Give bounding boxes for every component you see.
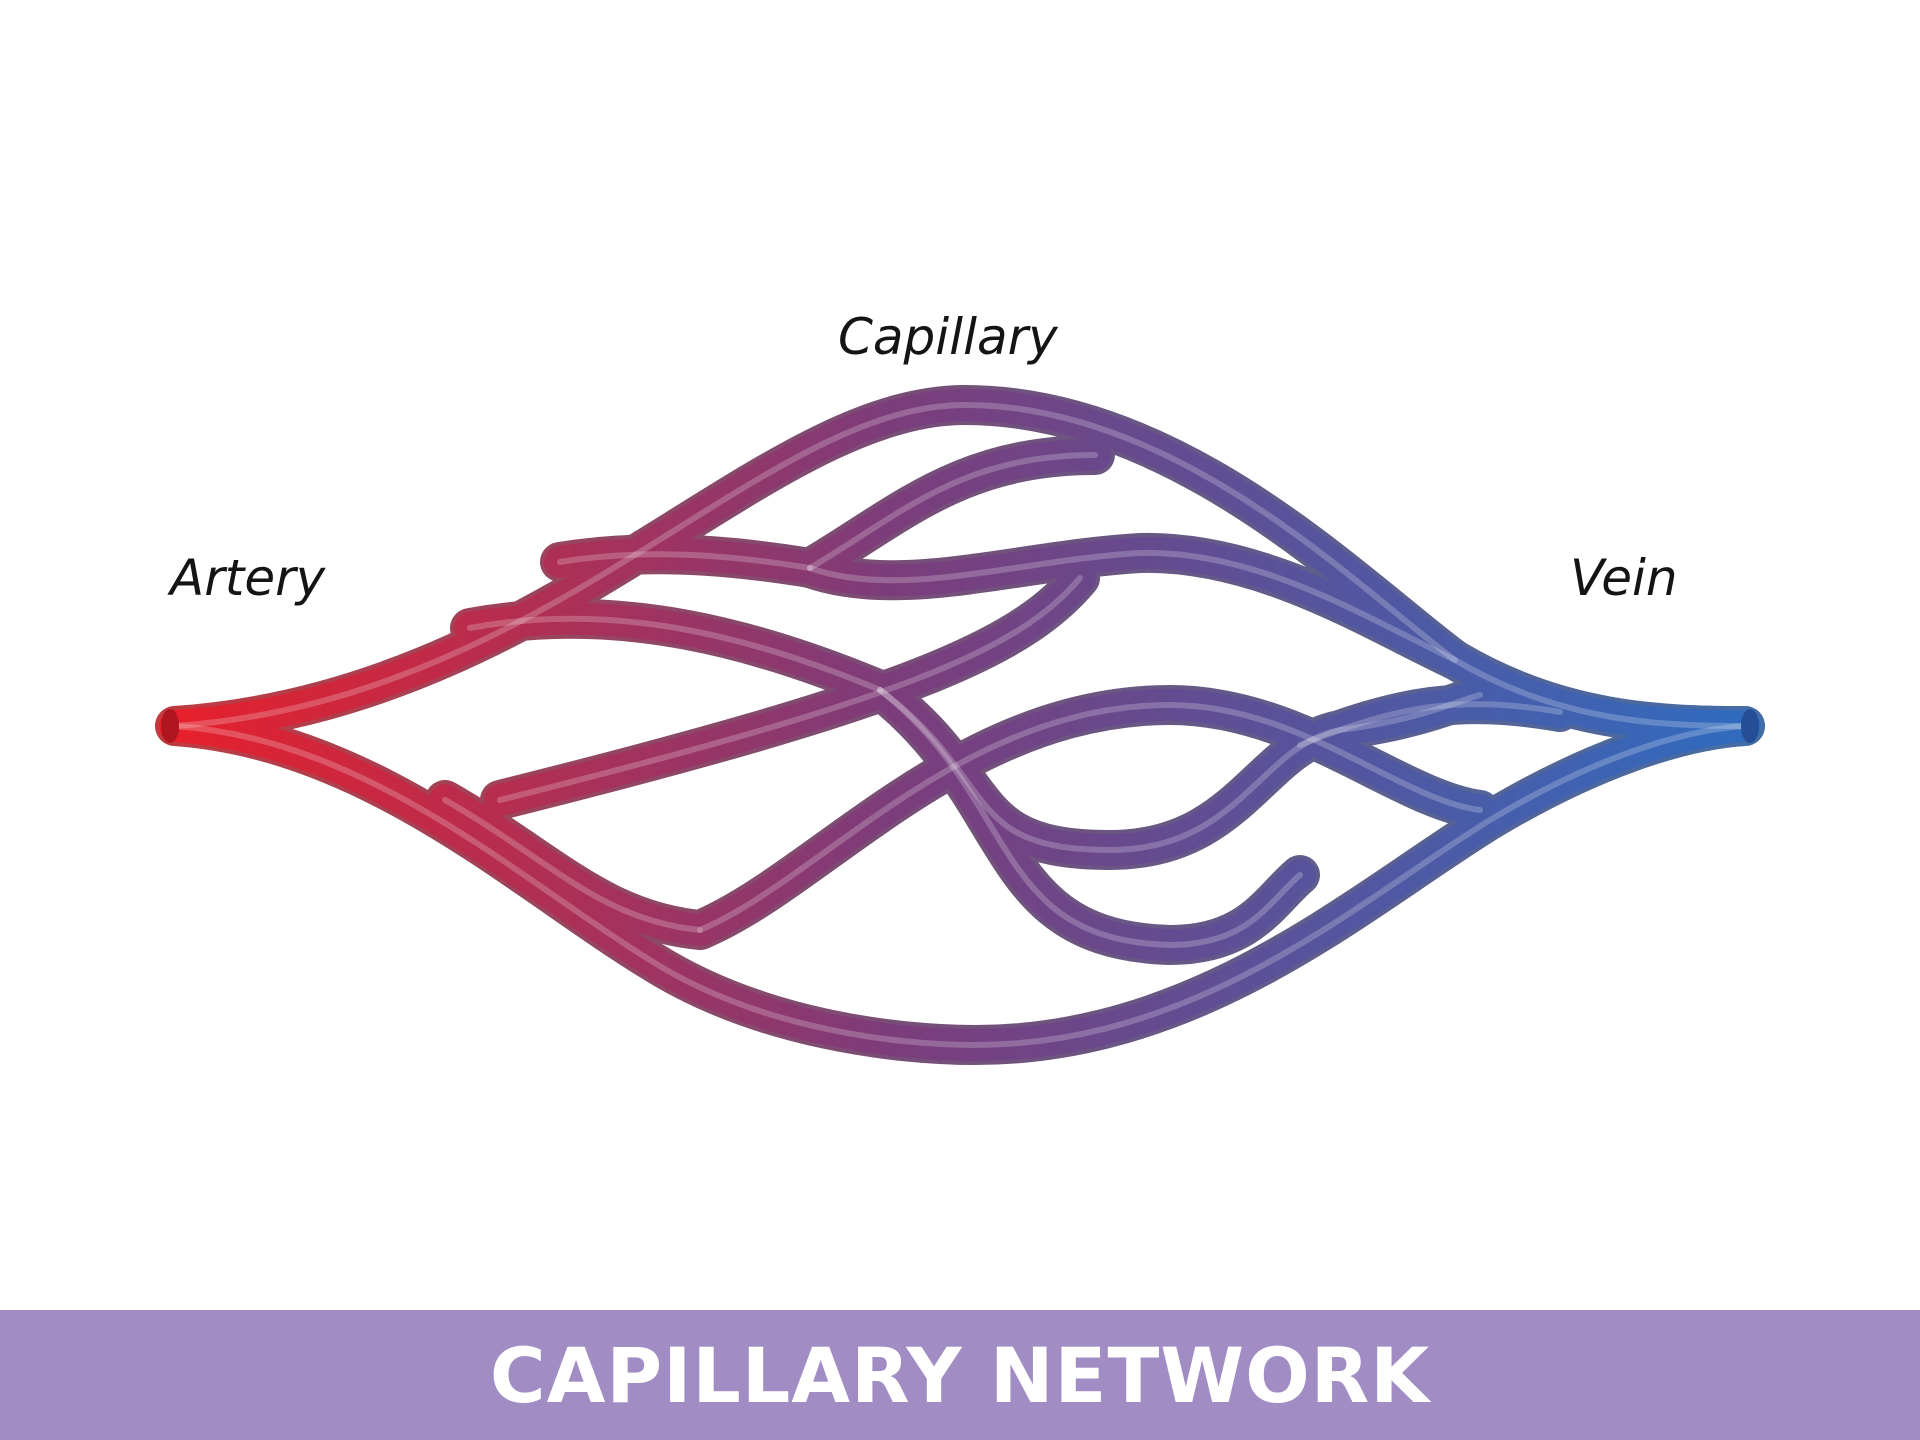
diagram-title: CAPILLARY NETWORK bbox=[489, 1330, 1431, 1420]
artery-opening bbox=[161, 709, 179, 743]
capillary-label: Capillary bbox=[838, 308, 1058, 366]
vein-label: Vein bbox=[1570, 549, 1678, 607]
title-banner: CAPILLARY NETWORK bbox=[0, 1310, 1920, 1440]
artery-label: Artery bbox=[170, 549, 326, 607]
vein-opening bbox=[1741, 709, 1759, 743]
